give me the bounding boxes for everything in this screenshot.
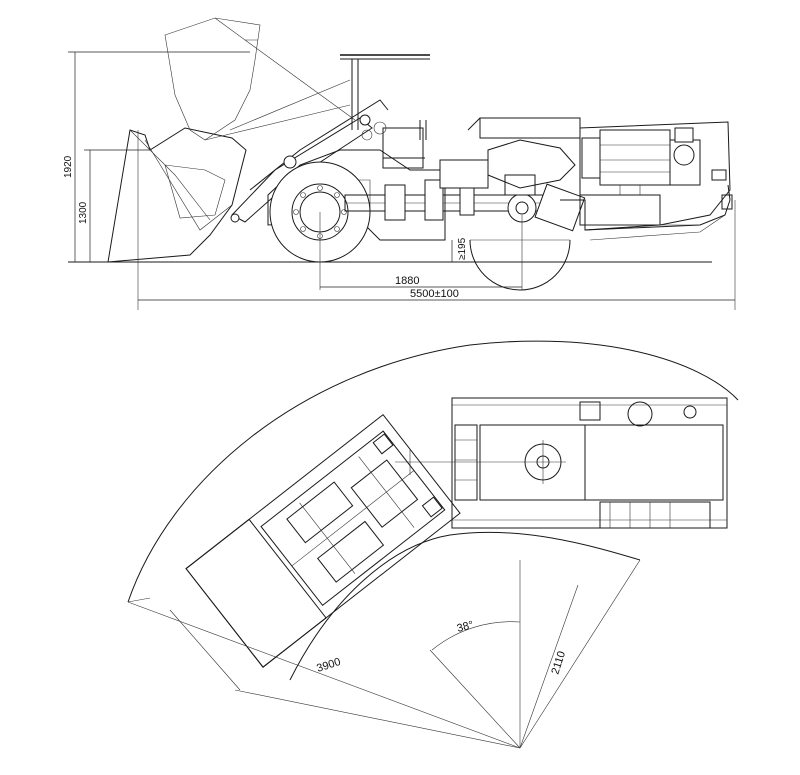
canopy <box>340 54 430 130</box>
inner-turning-arc <box>289 531 641 681</box>
side-view: 1920 1300 <box>63 17 736 310</box>
boom-arms <box>230 99 389 223</box>
dim-height-1920-label: 1920 <box>63 155 74 178</box>
dim-height-1920: 1920 <box>63 51 250 262</box>
dim-radius-3900-label: 3900 <box>315 656 342 675</box>
dim-clearance-label: ≥195 <box>457 237 468 260</box>
drive-line <box>344 159 586 232</box>
dim-clearance: ≥195 <box>451 237 468 262</box>
turning-center-rays <box>127 559 641 749</box>
engine-detail <box>581 127 733 210</box>
angle-arc <box>431 621 521 651</box>
dim-bucket-height-1300: 1300 <box>78 149 150 262</box>
dim-wheelbase-1880-label: 1880 <box>395 275 419 287</box>
dim-bucket-height-1300-label: 1300 <box>78 201 89 224</box>
dim-length-5500-label: 5500±100 <box>410 288 459 300</box>
operator-station <box>361 120 427 169</box>
rear-wheel <box>469 239 571 291</box>
dim-radius-2110-label: 2110 <box>549 650 568 676</box>
bucket-side <box>107 127 247 263</box>
dim-wheelbase-1880: 1880 <box>320 275 522 288</box>
outer-turning-arc <box>127 340 739 603</box>
front-frame-plan <box>185 414 461 668</box>
dim-length-5500: 5500±100 <box>138 288 735 301</box>
plan-view: 38° 3900 2110 <box>127 340 739 749</box>
raised-bucket-outline <box>164 17 356 141</box>
rear-frame-plan <box>451 397 728 529</box>
dim-angle-38-label: 38° <box>456 619 475 635</box>
